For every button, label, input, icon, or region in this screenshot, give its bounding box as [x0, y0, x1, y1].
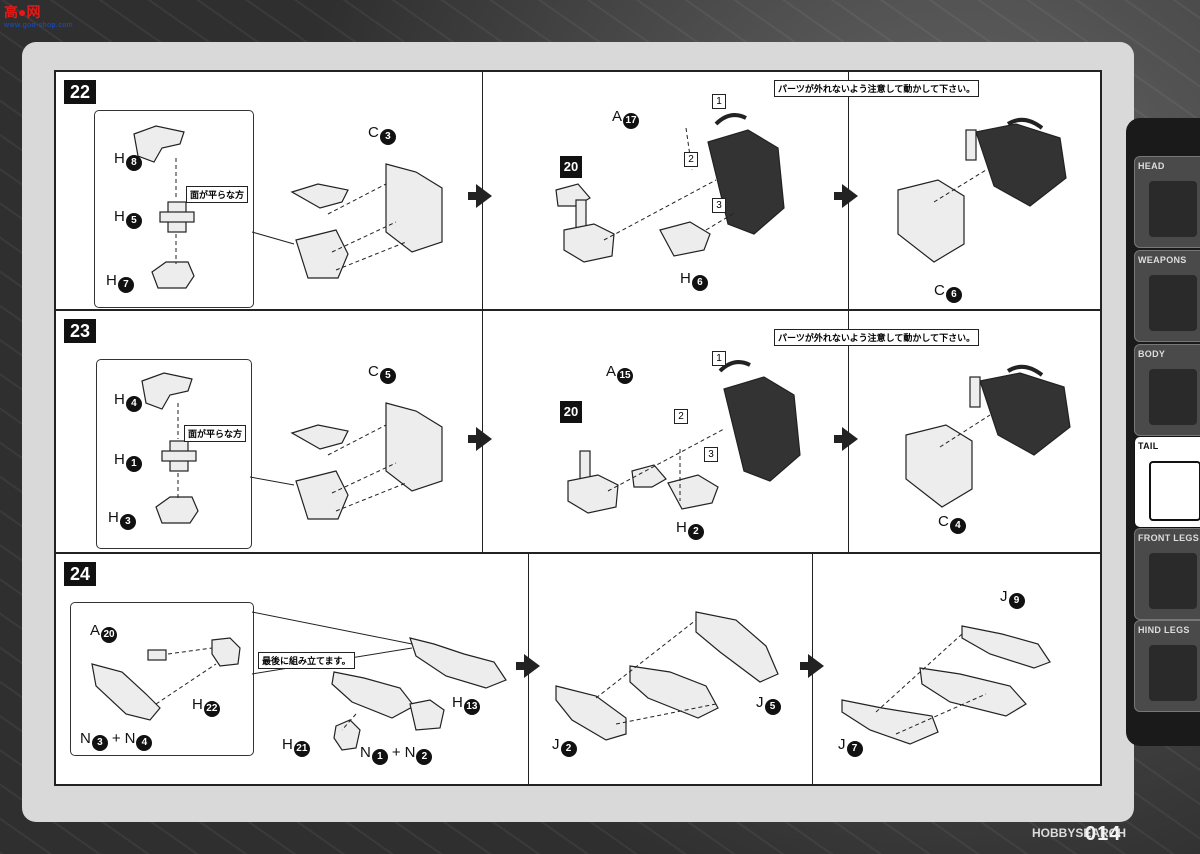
- hind-legs-icon: [1149, 645, 1197, 701]
- flat-side-note: 面が平らな方: [184, 425, 247, 442]
- tab-label: FRONT LEGS: [1138, 533, 1199, 543]
- tab-weapons[interactable]: WEAPONS: [1134, 250, 1200, 342]
- step-24-parts-drawing: [91, 611, 1051, 751]
- tab-body[interactable]: BODY: [1134, 344, 1200, 436]
- front-legs-icon: [1149, 553, 1197, 609]
- tab-label: WEAPONS: [1138, 255, 1187, 265]
- caution-callout: パーツが外れないよう注意して動かして下さい。: [774, 329, 980, 346]
- divider: [848, 311, 849, 552]
- step-number: 22: [64, 80, 96, 104]
- site-watermark: 高●网 www.goo-shop.com: [4, 2, 73, 29]
- part-number-20: 20: [560, 156, 582, 178]
- body-icon: [1149, 369, 1197, 425]
- step-24-row: 24: [56, 554, 1100, 784]
- tab-label: BODY: [1138, 349, 1166, 359]
- step-number: 24: [64, 562, 96, 586]
- step-22-row: 22: [56, 72, 1100, 311]
- tab-head[interactable]: HEAD: [1134, 156, 1200, 248]
- watermark-url: www.goo-shop.com: [4, 22, 74, 29]
- tab-label: HIND LEGS: [1138, 625, 1190, 635]
- order-box-1: 1: [712, 351, 726, 366]
- tab-label: HEAD: [1138, 161, 1165, 171]
- tab-tail[interactable]: TAIL: [1134, 436, 1200, 528]
- section-sidebar: HEAD WEAPONS BODY TAIL FRONT LEGS HIND L…: [1126, 118, 1200, 746]
- watermark-text: 高●网: [4, 4, 41, 20]
- tab-label: TAIL: [1138, 441, 1159, 451]
- order-box-2: 2: [684, 152, 698, 167]
- caution-callout: パーツが外れないよう注意して動かして下さい。: [774, 80, 980, 97]
- step-22-parts-drawing: [133, 113, 1067, 289]
- assemble-last-note: 最後に組み立てます。: [258, 652, 355, 669]
- flat-side-note: 面が平らな方: [186, 186, 249, 203]
- tail-icon: [1149, 461, 1200, 521]
- page-number: 014: [1085, 823, 1122, 845]
- step-23-row: 23: [56, 311, 1100, 554]
- step-23-parts-drawing: [141, 360, 1071, 524]
- order-box-1: 1: [712, 94, 726, 109]
- head-icon: [1149, 181, 1197, 237]
- order-box-3: 3: [704, 447, 718, 462]
- order-box-2: 2: [674, 409, 688, 424]
- tab-hind-legs[interactable]: HIND LEGS: [1134, 620, 1200, 712]
- tab-front-legs[interactable]: FRONT LEGS: [1134, 528, 1200, 620]
- hobbysearch-logo: HOBBYSEARCH: [1032, 826, 1127, 840]
- part-number-20: 20: [560, 401, 582, 423]
- instruction-sheet: 22: [54, 70, 1102, 786]
- order-box-3: 3: [712, 198, 726, 213]
- step-number: 23: [64, 319, 96, 343]
- weapons-icon: [1149, 275, 1197, 331]
- divider: [482, 311, 483, 552]
